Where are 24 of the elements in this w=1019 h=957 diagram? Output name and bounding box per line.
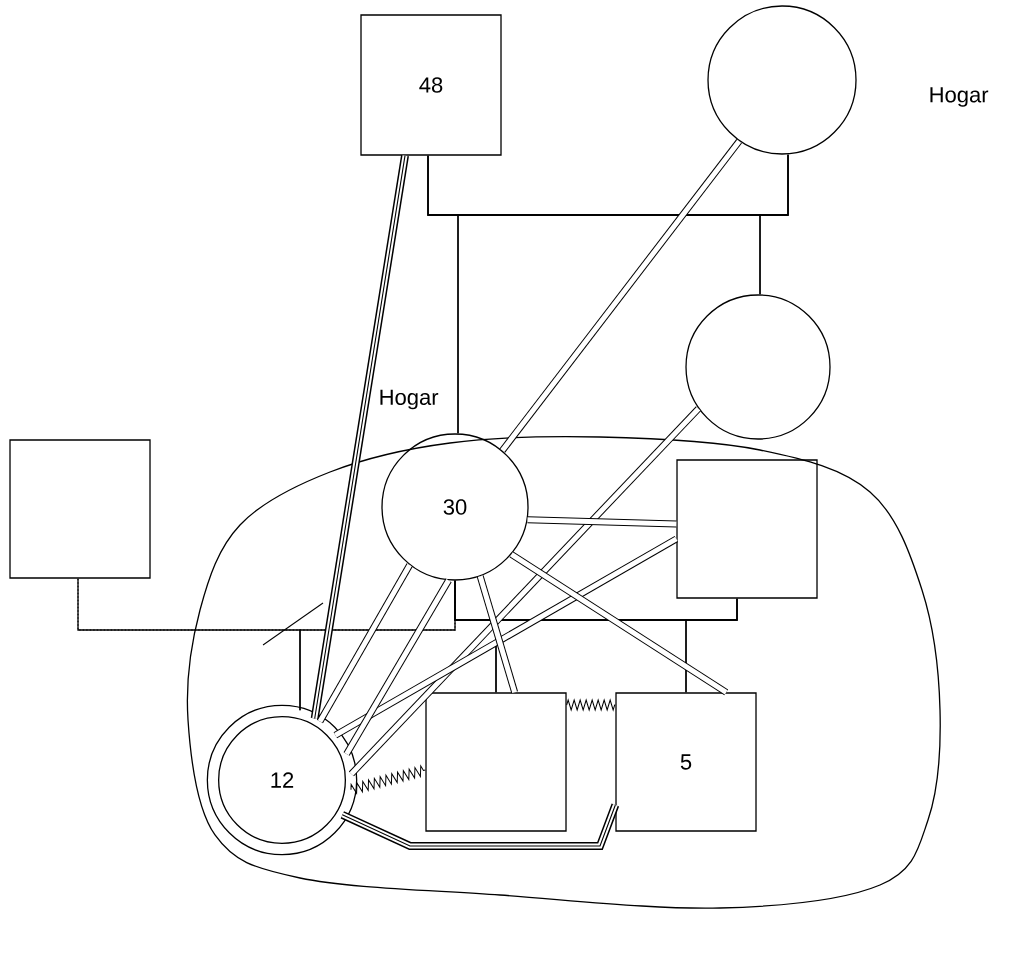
male-square — [676, 459, 818, 599]
household-label: Hogar — [930, 87, 989, 107]
triple-line — [310, 155, 409, 720]
double-line — [499, 139, 742, 453]
zigzag-line — [566, 699, 616, 711]
male-square: 48 — [360, 14, 502, 156]
double-line — [316, 563, 413, 724]
double-line — [509, 551, 729, 696]
male-square — [9, 439, 151, 579]
double-line — [343, 578, 452, 756]
zigzag-line — [350, 765, 426, 794]
male-square: 5 — [615, 692, 757, 832]
relationship-line — [759, 154, 789, 295]
female-circle — [685, 294, 831, 440]
relationship-line — [299, 580, 456, 711]
triple-line — [340, 803, 620, 850]
double-line — [527, 516, 677, 528]
double-line — [333, 535, 679, 739]
relationship-line — [685, 598, 738, 693]
double-line — [476, 575, 519, 694]
household-label: Hogar — [380, 389, 439, 410]
female-circle — [707, 5, 857, 155]
double-line — [348, 406, 702, 777]
male-square — [425, 692, 567, 832]
